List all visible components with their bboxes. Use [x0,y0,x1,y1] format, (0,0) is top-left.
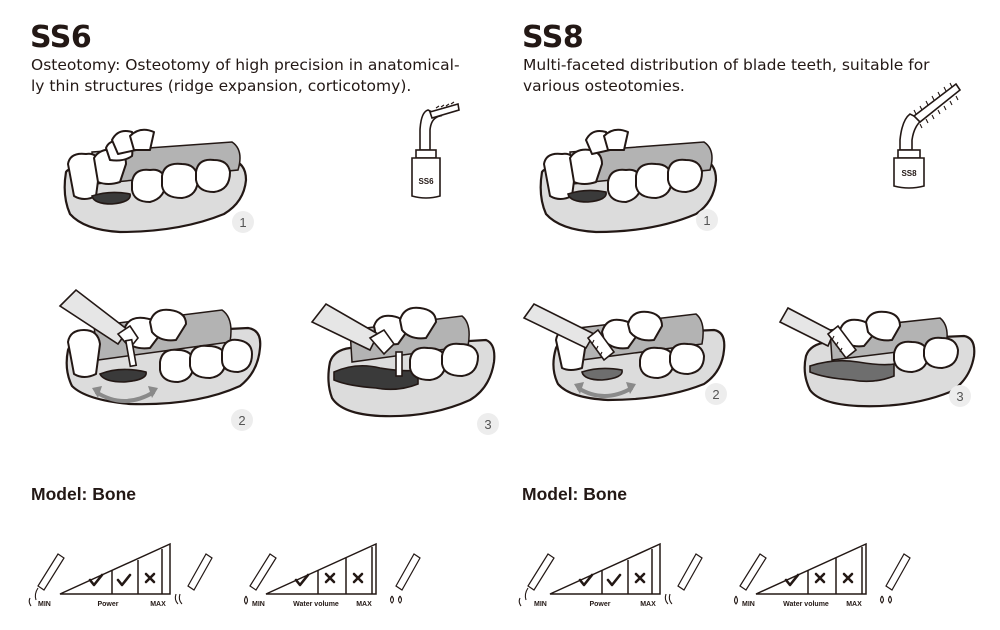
ss8-power-max: MAX [640,601,656,608]
ss6-description-line-1: Osteotomy: Osteotomy of high precision i… [31,56,460,74]
ss6-step2-scene [58,288,262,406]
ss8-power-min: MIN [534,601,547,608]
ss8-model-label: Model: Bone [522,484,627,504]
ss8-illustrations: SS8 1 [518,82,976,608]
handpiece-icon [524,553,555,601]
ss8-step2-badge [705,383,727,405]
handpiece-icon [389,553,421,604]
ss6-title: SS6 [30,20,92,55]
ss8-power-label: Power [589,601,610,608]
ss6-model-label: Model: Bone [31,484,136,504]
ss6-water-max: MAX [356,601,372,608]
ss6-description-line-2: ly thin structures (ridge expansion, cor… [31,77,412,95]
power-wave-icon [518,597,522,607]
ss8-power-scale: MIN Power MAX [518,542,703,608]
water-drop-icon [733,595,739,605]
ss6-water-scale: MIN Water volume MAX [243,542,421,608]
ss8-tip-icon: SS8 [893,82,962,189]
ss8-step3-scene [778,306,976,408]
ss8-title: SS8 [522,20,584,55]
ss6-description: Osteotomy: Osteotomy of high precision i… [31,55,486,97]
ss8-tip-label: SS8 [901,169,917,178]
ss6-water-label: Water volume [293,601,339,608]
ss8-description-line-1: Multi-faceted distribution of blade teet… [523,56,930,74]
ss8-step2-number: 2 [712,387,719,402]
ss8-panel: SS8 Multi-faceted distribution of blade … [490,0,980,630]
ss8-description: Multi-faceted distribution of blade teet… [523,55,953,97]
ss6-tip-icon: SS6 [411,101,460,199]
ss6-step3-number: 3 [484,417,491,432]
ss6-power-max: MAX [150,601,166,608]
ss8-water-max: MAX [846,601,862,608]
ss6-power-scale: MIN Power MAX [28,542,213,608]
handpiece-icon [664,553,703,605]
ss6-step2-number: 2 [238,413,245,428]
ss6-tip-label: SS6 [418,177,434,186]
ss8-water-min: MIN [742,601,755,608]
handpiece-icon [174,553,213,605]
handpiece-icon [34,553,65,601]
ss6-power-label: Power [97,601,118,608]
ss8-water-scale: MIN Water volume MAX [733,542,911,608]
ss6-illustrations: SS6 1 [28,101,499,608]
ss6-power-min: MIN [38,601,51,608]
power-wave-icon [28,597,32,607]
ss6-step1-scene [63,128,248,234]
water-drop-icon [243,595,249,605]
ss6-panel: SS6 Osteotomy: Osteotomy of high precisi… [0,0,499,630]
ss6-step1-badge [232,211,254,233]
ss6-water-min: MIN [252,601,265,608]
ss8-water-label: Water volume [783,601,829,608]
ss8-step3-number: 3 [956,389,963,404]
handpiece-icon [249,553,277,591]
ss6-step3-badge [477,413,499,435]
ss8-step3-badge [949,385,971,407]
ss6-step2-badge [231,409,253,431]
ss6-step1-number: 1 [239,215,246,230]
ss8-step1-number: 1 [703,213,710,228]
ss6-step3-scene [310,302,496,418]
ss8-step1-badge [696,209,718,231]
handpiece-icon [739,553,767,591]
ss8-description-line-2: various osteotomies. [523,77,685,95]
ss8-step1-scene [539,128,718,234]
handpiece-icon [879,553,911,604]
ss8-step2-scene [522,302,726,402]
